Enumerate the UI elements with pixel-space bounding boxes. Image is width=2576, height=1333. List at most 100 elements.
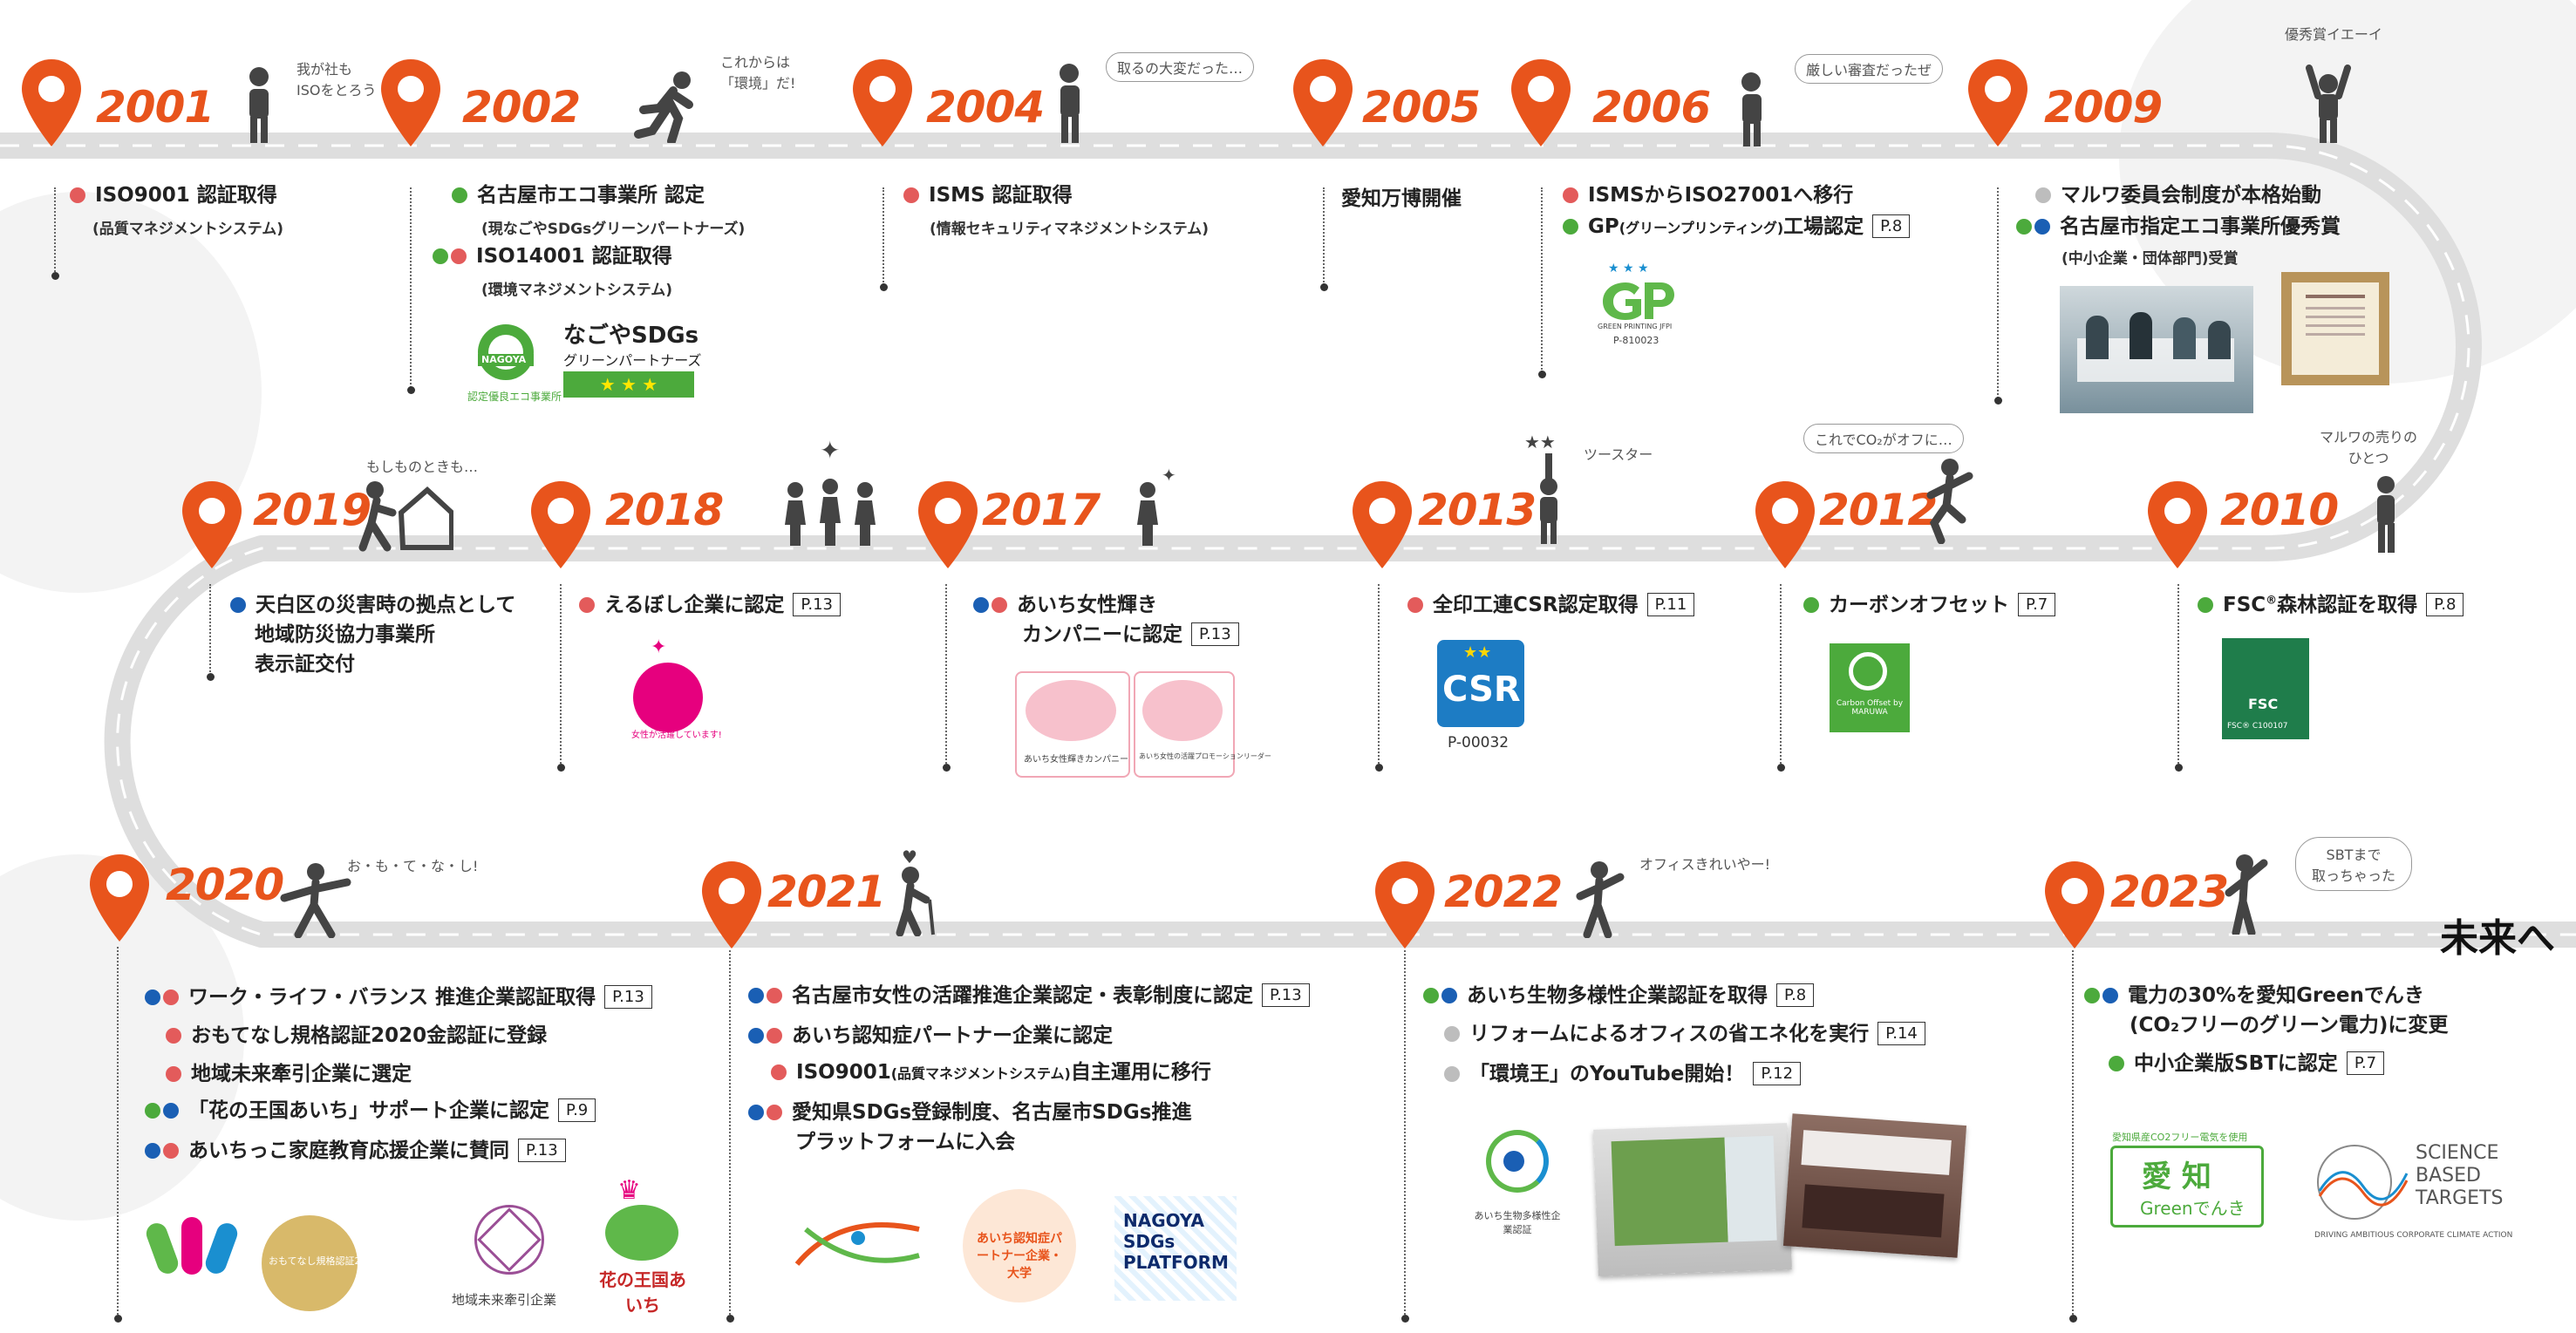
timeline-connector <box>209 584 211 676</box>
evacuating-person-icon <box>358 481 453 552</box>
event-2004-sub: (情報セキュリティマネジメントシステム) <box>930 221 1210 238</box>
event-2002-eco-sub: (現なごやSDGsグリーンパートナーズ) <box>481 221 746 238</box>
map-pin-icon <box>1755 481 1815 568</box>
svg-text:✦: ✦ <box>820 436 840 465</box>
aichi-green-denki-logo: 愛知県産CO2フリー電気を使用 愛 知 Greenでんき <box>2109 1130 2269 1243</box>
event-2021-ninchisho: あいち認知症パートナー企業に認定 <box>748 1024 1113 1050</box>
svg-text:♥: ♥ <box>902 847 917 867</box>
timeline-connector <box>1541 187 1543 372</box>
timeline-dot <box>557 764 565 772</box>
map-pin-icon <box>1375 861 1435 949</box>
event-2006-isms: ISMSからISO27001へ移行 <box>1563 183 1853 209</box>
biodiversity-logo: あいち生物多様性企業認証 <box>1465 1130 1570 1243</box>
page-ref: P.11 <box>1646 593 1695 617</box>
timeline-connector <box>1404 950 1406 1318</box>
timeline-dot <box>1320 283 1328 291</box>
svg-text:✦: ✦ <box>1162 465 1176 486</box>
event-2020-omotenashi: おもてなし規格認証2020金認証に登録 <box>166 1024 547 1050</box>
event-2002-iso14001: ISO14001 認証取得 <box>433 244 672 270</box>
timeline-dot <box>1777 764 1785 772</box>
year-2019: 2019 <box>253 485 371 535</box>
thinking-person-icon <box>1060 64 1080 143</box>
timeline-dot <box>2069 1315 2077 1323</box>
map-pin-icon <box>22 59 81 146</box>
event-2019: 天白区の災害時の拠点として <box>230 593 515 619</box>
event-2001-sub: (品質マネジメントシステム) <box>92 221 284 238</box>
page-ref: P.13 <box>793 593 842 617</box>
meeting-photo <box>2060 286 2253 413</box>
future-label: 未来へ <box>2440 916 2555 961</box>
stretching-person-icon: ★★ <box>1524 432 1557 544</box>
page-ref: P.13 <box>1262 983 1310 1008</box>
speech-note-2013: ツースター <box>1584 446 1653 463</box>
map-pin-icon <box>1968 59 2027 146</box>
page-ref: P.8 <box>2426 593 2464 617</box>
timeline-connector <box>117 947 119 1318</box>
event-2021-sdgs: 愛知県SDGs登録制度、名古屋市SDGs推進 <box>748 1100 1191 1126</box>
aichi-josei-kagayaki-logo: あいち女性輝きカンパニー <box>1015 671 1130 778</box>
timeline-connector <box>1378 584 1380 767</box>
map-pin-icon <box>918 481 978 568</box>
map-pin-icon <box>381 59 440 146</box>
page-ref: P.12 <box>1753 1062 1802 1086</box>
page-ref: P.14 <box>1877 1022 1925 1046</box>
event-2004: ISMS 認証取得 <box>903 183 1073 209</box>
timeline-connector <box>560 584 562 767</box>
timeline-connector <box>2072 950 2074 1318</box>
map-pin-icon <box>90 854 149 942</box>
event-2001: ISO9001 認証取得 <box>70 183 277 209</box>
year-2012: 2012 <box>1819 485 1938 535</box>
nagoya-sdgs-logo: なごやSDGs グリーンパートナーズ ★ ★ ★ <box>563 314 720 405</box>
page-ref: P.8 <box>1776 983 1815 1008</box>
year-2002: 2002 <box>462 82 581 133</box>
jumping-person-icon <box>1926 459 1973 544</box>
event-2019-line3: 表示証交付 <box>255 653 355 676</box>
year-2001: 2001 <box>96 82 215 133</box>
hana-oukoku-logo: ♛ 花の王国あいち <box>599 1175 686 1316</box>
svg-text:★★: ★★ <box>1524 432 1556 452</box>
year-2023: 2023 <box>2110 867 2229 917</box>
map-pin-icon <box>182 481 242 568</box>
page-ref: P.9 <box>558 1098 596 1123</box>
year-2017: 2017 <box>982 485 1101 535</box>
year-2009: 2009 <box>2044 82 2163 133</box>
event-2002-iso14001-sub: (環境マネジメントシステム) <box>481 282 673 299</box>
fsc-logo: FSC FSC® C100107 <box>2222 638 2309 760</box>
timeline-connector <box>2177 584 2179 767</box>
eruboshi-logo: ✦ 女性が活躍しています! <box>631 636 722 740</box>
timeline-dot <box>726 1315 734 1323</box>
event-2023-green-power-line2: (CO₂フリーのグリーン電力)に変更 <box>2130 1014 2449 1037</box>
timeline-dot <box>2175 764 2183 772</box>
event-2017: あいち女性輝き <box>973 593 1157 619</box>
map-pin-icon <box>1353 481 1412 568</box>
event-2022-youtube: 「環境王」のYouTube開始！P.12 <box>1444 1062 1802 1088</box>
event-2009-committee: マルワ委員会制度が本格始動 <box>2035 183 2321 209</box>
page-ref: P.13 <box>604 985 652 1010</box>
page-ref: P.13 <box>1191 622 1239 647</box>
page-ref: P.8 <box>1872 214 1911 239</box>
event-2009-award-sub: (中小企業・団体部門)受賞 <box>2061 250 2239 268</box>
year-2005: 2005 <box>1362 82 1481 133</box>
waving-person-icon <box>2225 854 2268 935</box>
timeline-connector <box>1323 187 1325 285</box>
office-window-photo <box>1593 1123 1792 1276</box>
speech-note-2006: 厳しい審査だったぜ <box>1795 54 1944 84</box>
year-2013: 2013 <box>1418 485 1537 535</box>
pointing-person-icon <box>2377 476 2395 553</box>
speech-note-2001: 我が社も ISOをとろう <box>296 61 377 99</box>
timeline-dot <box>1994 397 2002 405</box>
map-pin-icon <box>2045 861 2104 949</box>
green-printing-logo: ★ ★ ★ GREEN PRINTING JFPI P-810023 <box>1594 262 1699 349</box>
page-ref: P.7 <box>2018 593 2056 617</box>
page-ref: P.13 <box>518 1139 566 1163</box>
wlb-logo <box>143 1214 248 1309</box>
